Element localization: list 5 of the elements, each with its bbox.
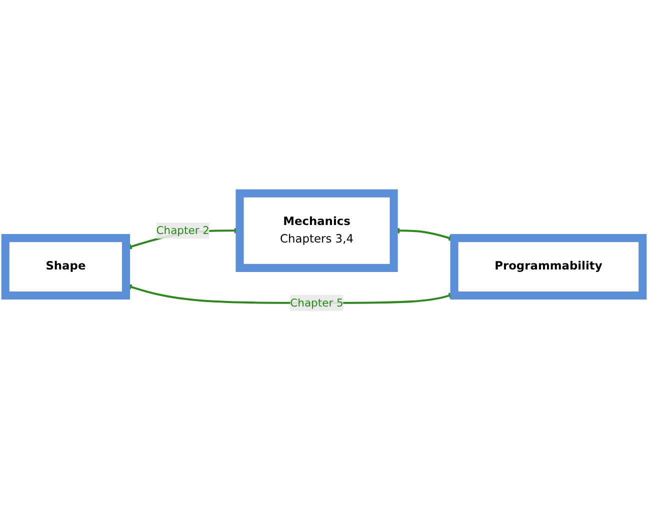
node-box: Mechanics Chapters 3,4 [236,190,398,272]
edge-label: Chapter 2 [156,224,210,238]
node-box: Shape [1,234,130,300]
node-box: Programmability [450,234,647,300]
edge-label: Chapter 5 [290,296,344,310]
